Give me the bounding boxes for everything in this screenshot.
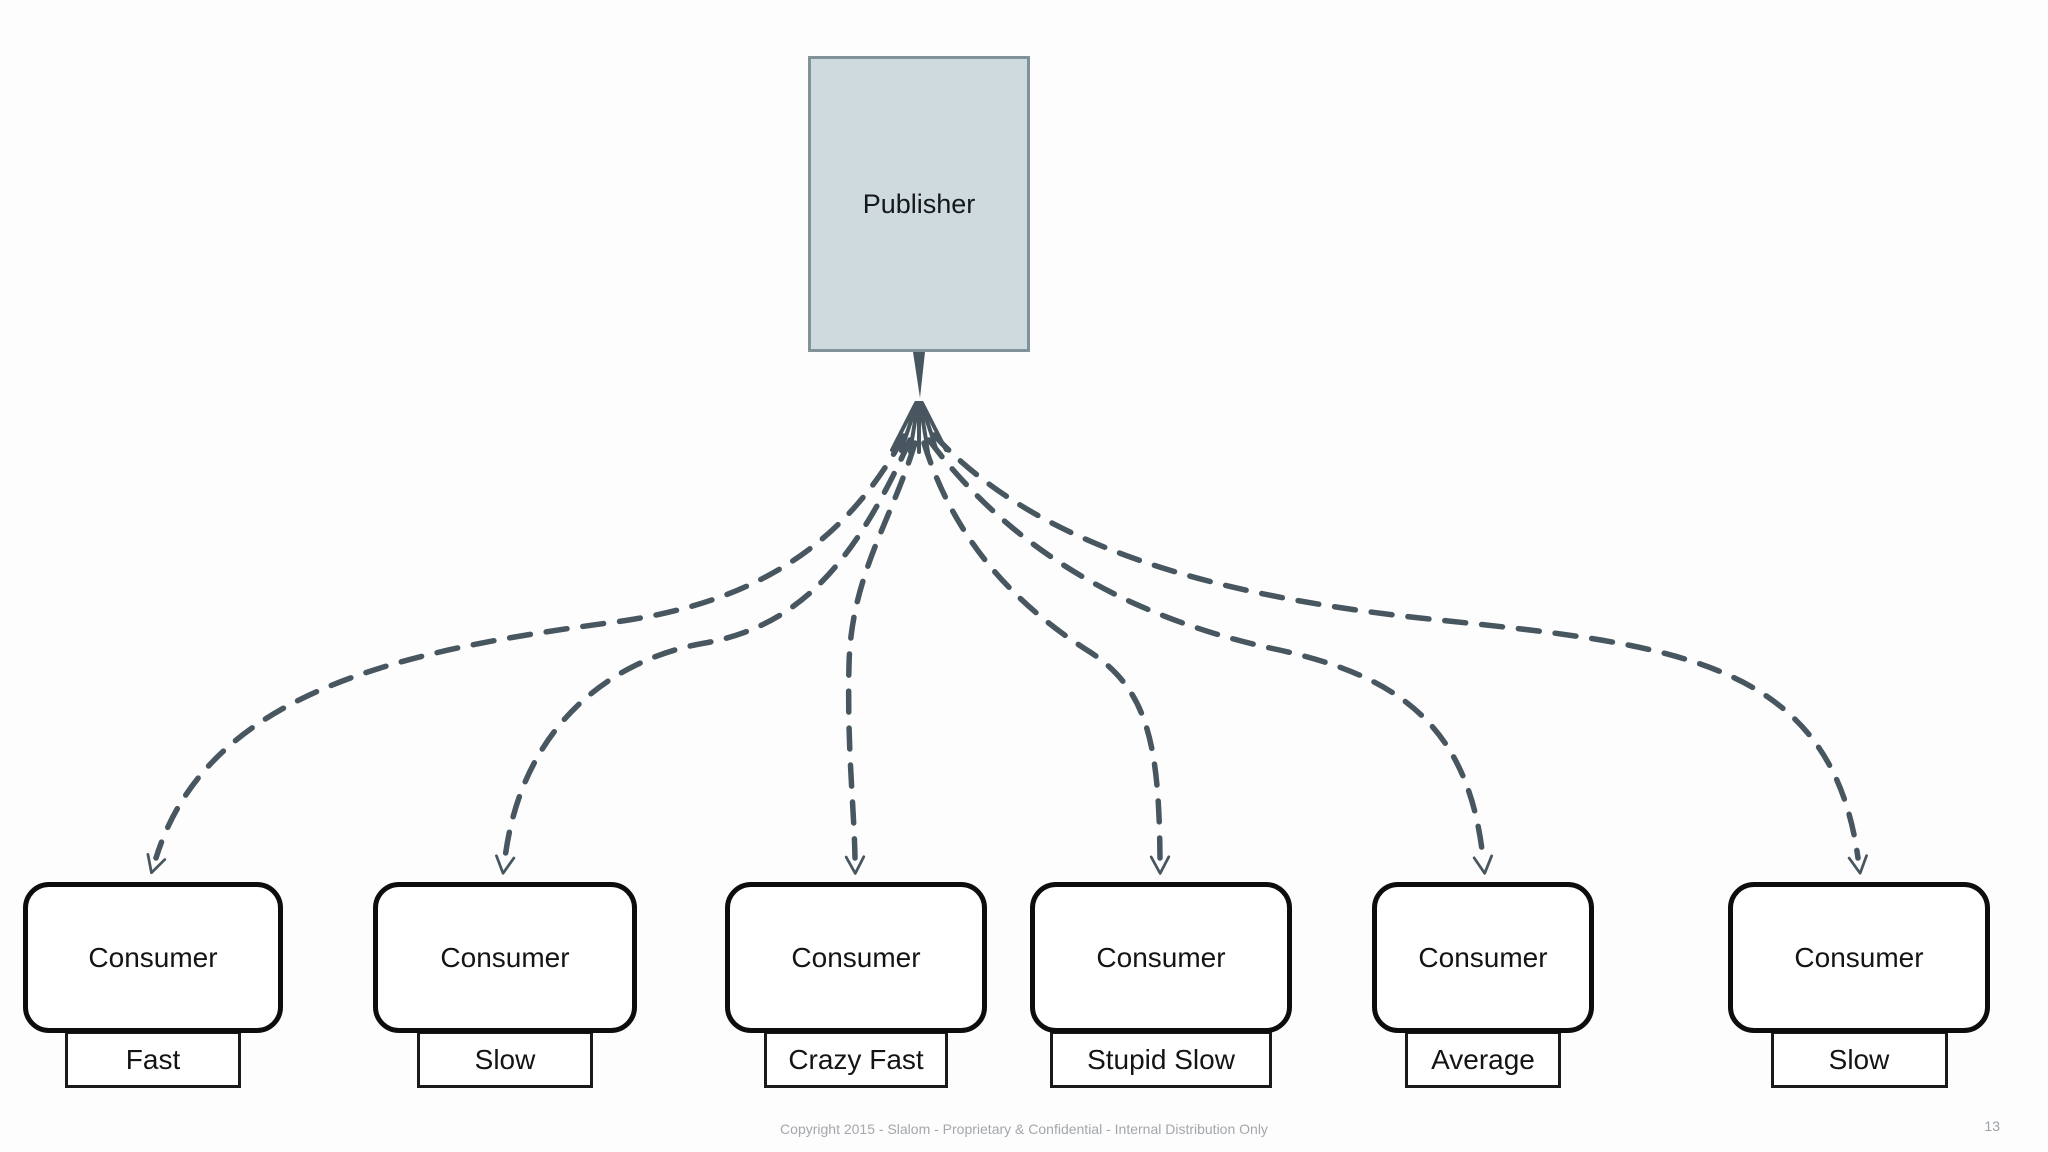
- speed-label-box: Slow: [1770, 1031, 1948, 1088]
- connector-consumer-fast: [146, 433, 907, 875]
- consumer-node-average: Consumer Average: [1372, 882, 1594, 1088]
- page-number: 13: [1984, 1118, 2000, 1134]
- consumer-label: Consumer: [440, 941, 570, 973]
- speed-label: Crazy Fast: [788, 1043, 924, 1075]
- consumer-node-crazy-fast: Consumer Crazy Fast: [725, 882, 987, 1088]
- publisher-node: Publisher: [808, 56, 1030, 352]
- speed-label: Stupid Slow: [1087, 1043, 1235, 1075]
- consumer-node-fast: Consumer Fast: [23, 882, 283, 1088]
- consumer-label: Consumer: [88, 941, 218, 973]
- fan-burst-icon: [890, 401, 948, 454]
- consumer-box: Consumer: [1030, 882, 1292, 1033]
- consumer-label: Consumer: [1096, 941, 1226, 973]
- consumer-label: Consumer: [791, 941, 921, 973]
- speed-label-box: Crazy Fast: [764, 1031, 948, 1088]
- speed-label-box: Stupid Slow: [1050, 1031, 1272, 1088]
- consumer-box: Consumer: [725, 882, 987, 1033]
- consumer-box: Consumer: [373, 882, 637, 1033]
- speed-label: Slow: [1828, 1043, 1890, 1075]
- consumer-label: Consumer: [1794, 941, 1924, 973]
- speed-label-box: Slow: [417, 1031, 593, 1088]
- connector-consumer-stupid-slow: [921, 440, 1171, 875]
- speed-label-box: Average: [1405, 1031, 1561, 1088]
- consumer-node-slow-1: Consumer Slow: [373, 882, 637, 1088]
- speed-label: Average: [1431, 1043, 1535, 1075]
- footer-copyright: Copyright 2015 - Slalom - Proprietary & …: [780, 1121, 1268, 1137]
- consumer-label: Consumer: [1418, 941, 1548, 973]
- consumer-node-stupid-slow: Consumer Stupid Slow: [1030, 882, 1292, 1088]
- connector-consumer-crazy-fast: [844, 440, 918, 875]
- speed-label-box: Fast: [65, 1031, 241, 1088]
- consumer-box: Consumer: [1728, 882, 1990, 1033]
- connector-consumer-slow-2: [931, 432, 1868, 875]
- connector-consumer-average: [926, 437, 1494, 875]
- consumer-box: Consumer: [23, 882, 283, 1033]
- speed-label: Slow: [474, 1043, 536, 1075]
- publisher-stem: [913, 352, 925, 398]
- publisher-label: Publisher: [862, 188, 976, 219]
- consumer-box: Consumer: [1372, 882, 1594, 1033]
- connector-consumer-slow-1: [495, 437, 913, 875]
- consumer-node-slow-2: Consumer Slow: [1728, 882, 1990, 1088]
- speed-label: Fast: [125, 1043, 181, 1075]
